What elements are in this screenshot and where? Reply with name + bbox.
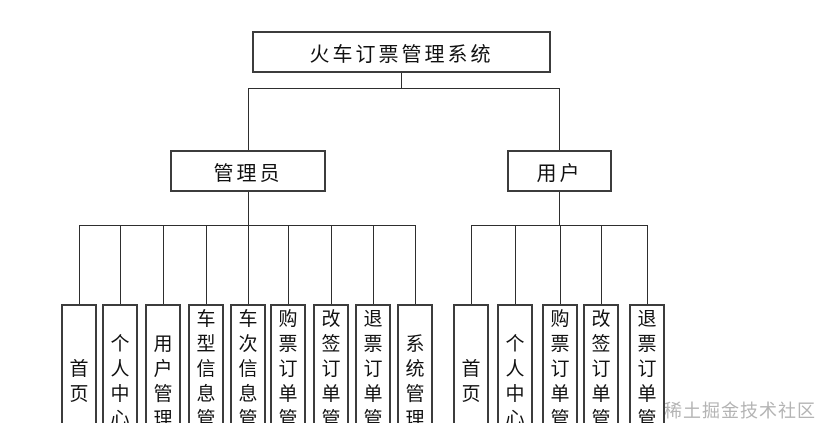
connector-line (471, 225, 648, 226)
leaf-node: 退 票 订 单 管 理 (629, 304, 665, 423)
leaf-node-label: 改 签 订 单 管 理 (591, 308, 611, 423)
connector-line (559, 192, 560, 225)
leaf-node: 改 签 订 单 管 理 (313, 304, 349, 423)
leaf-node: 购 票 订 单 管 理 (270, 304, 306, 423)
connector-line (560, 225, 561, 304)
leaf-node-label: 首 页 (461, 358, 481, 405)
leaf-node: 改 签 订 单 管 理 (583, 304, 619, 423)
leaf-node-label: 个 人 中 心 (505, 333, 525, 423)
connector-line (515, 225, 516, 304)
leaf-node: 个 人 中 心 (102, 304, 138, 423)
connector-line (248, 225, 249, 304)
leaf-node-label: 系 统 管 理 (405, 333, 425, 423)
leaf-node-label: 购 票 订 单 管 理 (278, 308, 298, 423)
leaf-node: 用 户 管 理 (145, 304, 181, 423)
leaf-node: 车 次 信 息 管 理 (230, 304, 266, 423)
leaf-node-label: 车 型 信 息 管 理 (196, 308, 216, 423)
leaf-node-label: 个 人 中 心 (110, 333, 130, 423)
leaf-node: 个 人 中 心 (497, 304, 533, 423)
branch-node-admin: 管理员 (170, 150, 326, 192)
leaf-node-label: 首 页 (69, 358, 89, 405)
connector-line (415, 225, 416, 304)
connector-line (601, 225, 602, 304)
leaf-node-label: 车 次 信 息 管 理 (238, 308, 258, 423)
leaf-node: 车 型 信 息 管 理 (188, 304, 224, 423)
root-node: 火车订票管理系统 (252, 31, 551, 73)
leaf-node-label: 购 票 订 单 管 理 (550, 308, 570, 423)
connector-line (79, 225, 80, 304)
connector-line (248, 88, 560, 89)
leaf-node-label: 改 签 订 单 管 理 (321, 308, 341, 423)
watermark: @稀土掘金技术社区 (645, 401, 816, 422)
connector-line (373, 225, 374, 304)
connector-line (401, 73, 402, 88)
connector-line (120, 225, 121, 304)
connector-line (559, 88, 560, 150)
leaf-node: 首 页 (453, 304, 489, 423)
connector-line (288, 225, 289, 304)
leaf-node: 购 票 订 单 管 理 (542, 304, 578, 423)
connector-line (163, 225, 164, 304)
connector-line (79, 225, 416, 226)
leaf-node-label: 退 票 订 单 管 理 (637, 308, 657, 423)
leaf-node-label: 退 票 订 单 管 理 (363, 308, 383, 423)
branch-node-user: 用户 (507, 150, 612, 192)
leaf-node-label: 用 户 管 理 (153, 333, 173, 423)
connector-line (206, 225, 207, 304)
leaf-node: 首 页 (61, 304, 97, 423)
connector-line (248, 88, 249, 150)
leaf-node: 退 票 订 单 管 理 (355, 304, 391, 423)
connector-line (471, 225, 472, 304)
connector-line (248, 192, 249, 225)
connector-line (331, 225, 332, 304)
leaf-node: 系 统 管 理 (397, 304, 433, 423)
connector-line (647, 225, 648, 304)
